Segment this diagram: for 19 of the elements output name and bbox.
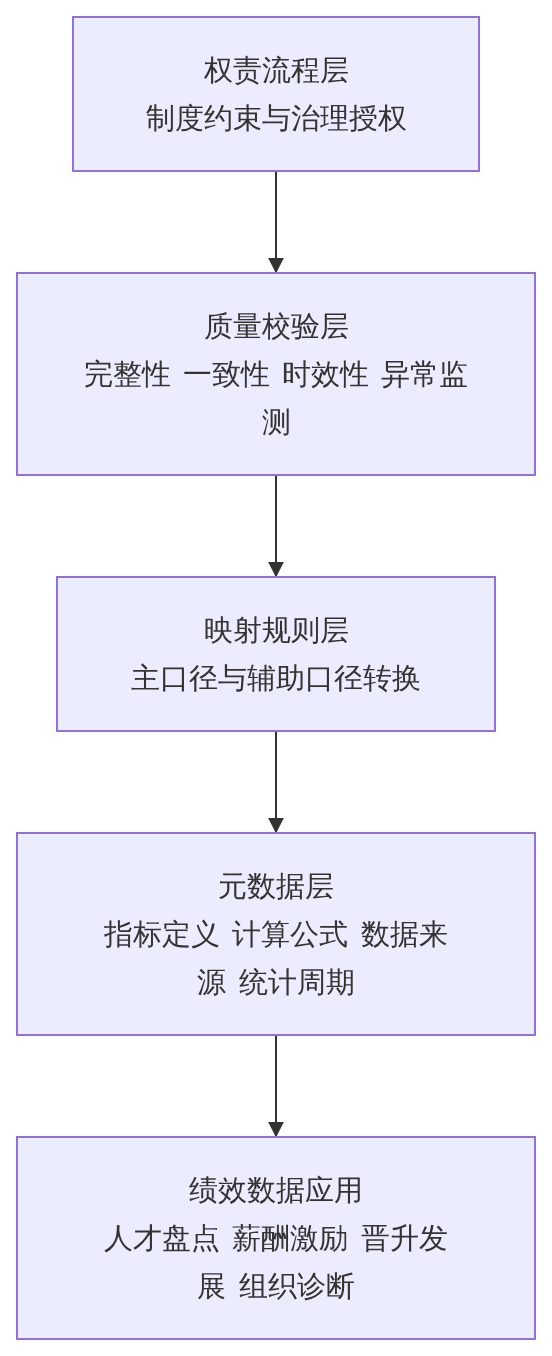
process-box: [16, 1136, 536, 1340]
box-text: 指标定义 计算公式 数据来源 统计周期: [103, 916, 449, 1001]
box-title: 权责流程层: [203, 52, 349, 89]
box-title: 绩效数据应用: [189, 1172, 363, 1209]
process-box: [56, 576, 496, 732]
box-text: 人才盘点 薪酬激励 晋升发展 组织诊断: [103, 1220, 449, 1305]
box-title: 元数据层: [218, 868, 334, 905]
process-box: [16, 832, 536, 1036]
arrow: [268, 731, 284, 834]
box-text: 制度约束与治理授权: [145, 100, 407, 137]
box-text: 完整性 一致性 时效性 异常监测: [82, 356, 470, 441]
arrow: [268, 475, 284, 578]
process-box: [72, 16, 480, 172]
box-text: 主口径与辅助口径转换: [131, 660, 421, 697]
process-box: [16, 272, 536, 476]
box-title: 质量校验层: [203, 308, 349, 345]
box-title: 映射规则层: [203, 612, 349, 649]
arrow: [268, 1035, 284, 1138]
arrow: [268, 171, 284, 274]
